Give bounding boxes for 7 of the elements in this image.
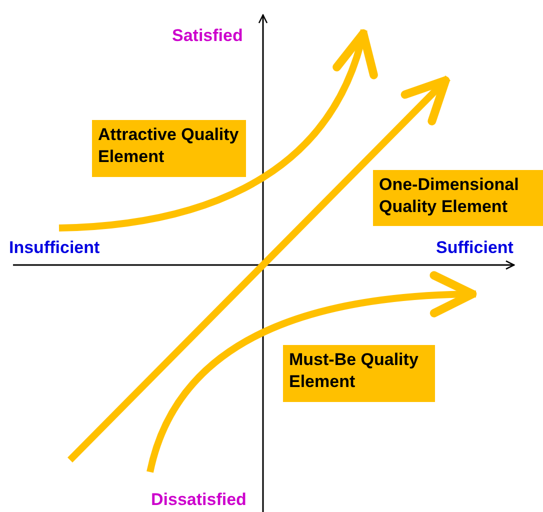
axis-label: Satisfied <box>172 26 243 46</box>
axis-label: Sufficient <box>436 238 514 258</box>
label-box: Attractive Quality Element <box>92 120 246 177</box>
label-box: Must-Be Quality Element <box>283 345 435 402</box>
axis-label: Dissatisfied <box>151 490 246 510</box>
label-box: One-Dimensional Quality Element <box>373 170 543 226</box>
axis-label: Insufficient <box>9 238 100 258</box>
